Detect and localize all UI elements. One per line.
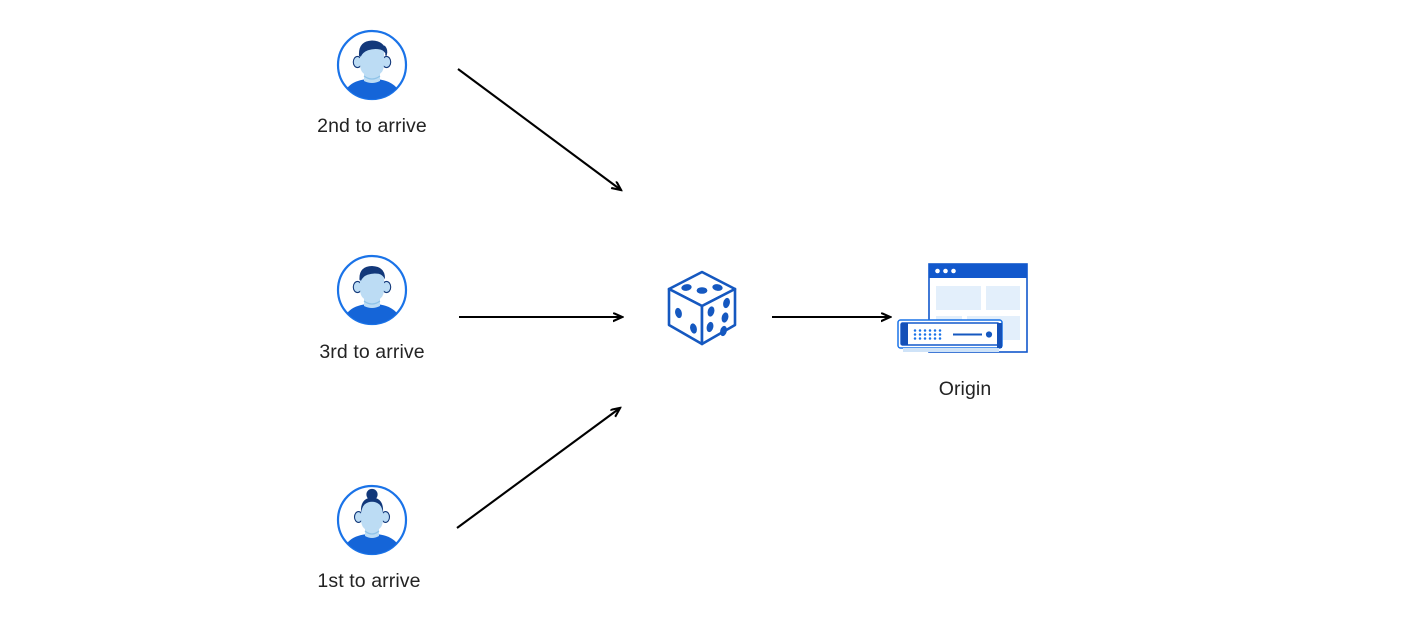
server-device [897, 319, 1003, 352]
origin-label: Origin [938, 378, 992, 400]
client-label-bottom: 1st to arrive [317, 570, 421, 592]
arrow-client-bottom-to-balancer [456, 408, 620, 529]
origin-server-icon [893, 258, 1041, 358]
client-label-top: 2nd to arrive [317, 115, 427, 137]
client-label-middle: 3rd to arrive [319, 341, 425, 363]
dice-icon [659, 265, 745, 351]
user-avatar-icon [335, 253, 409, 327]
user-avatar-icon [335, 483, 409, 557]
user-avatar-icon [335, 28, 409, 102]
